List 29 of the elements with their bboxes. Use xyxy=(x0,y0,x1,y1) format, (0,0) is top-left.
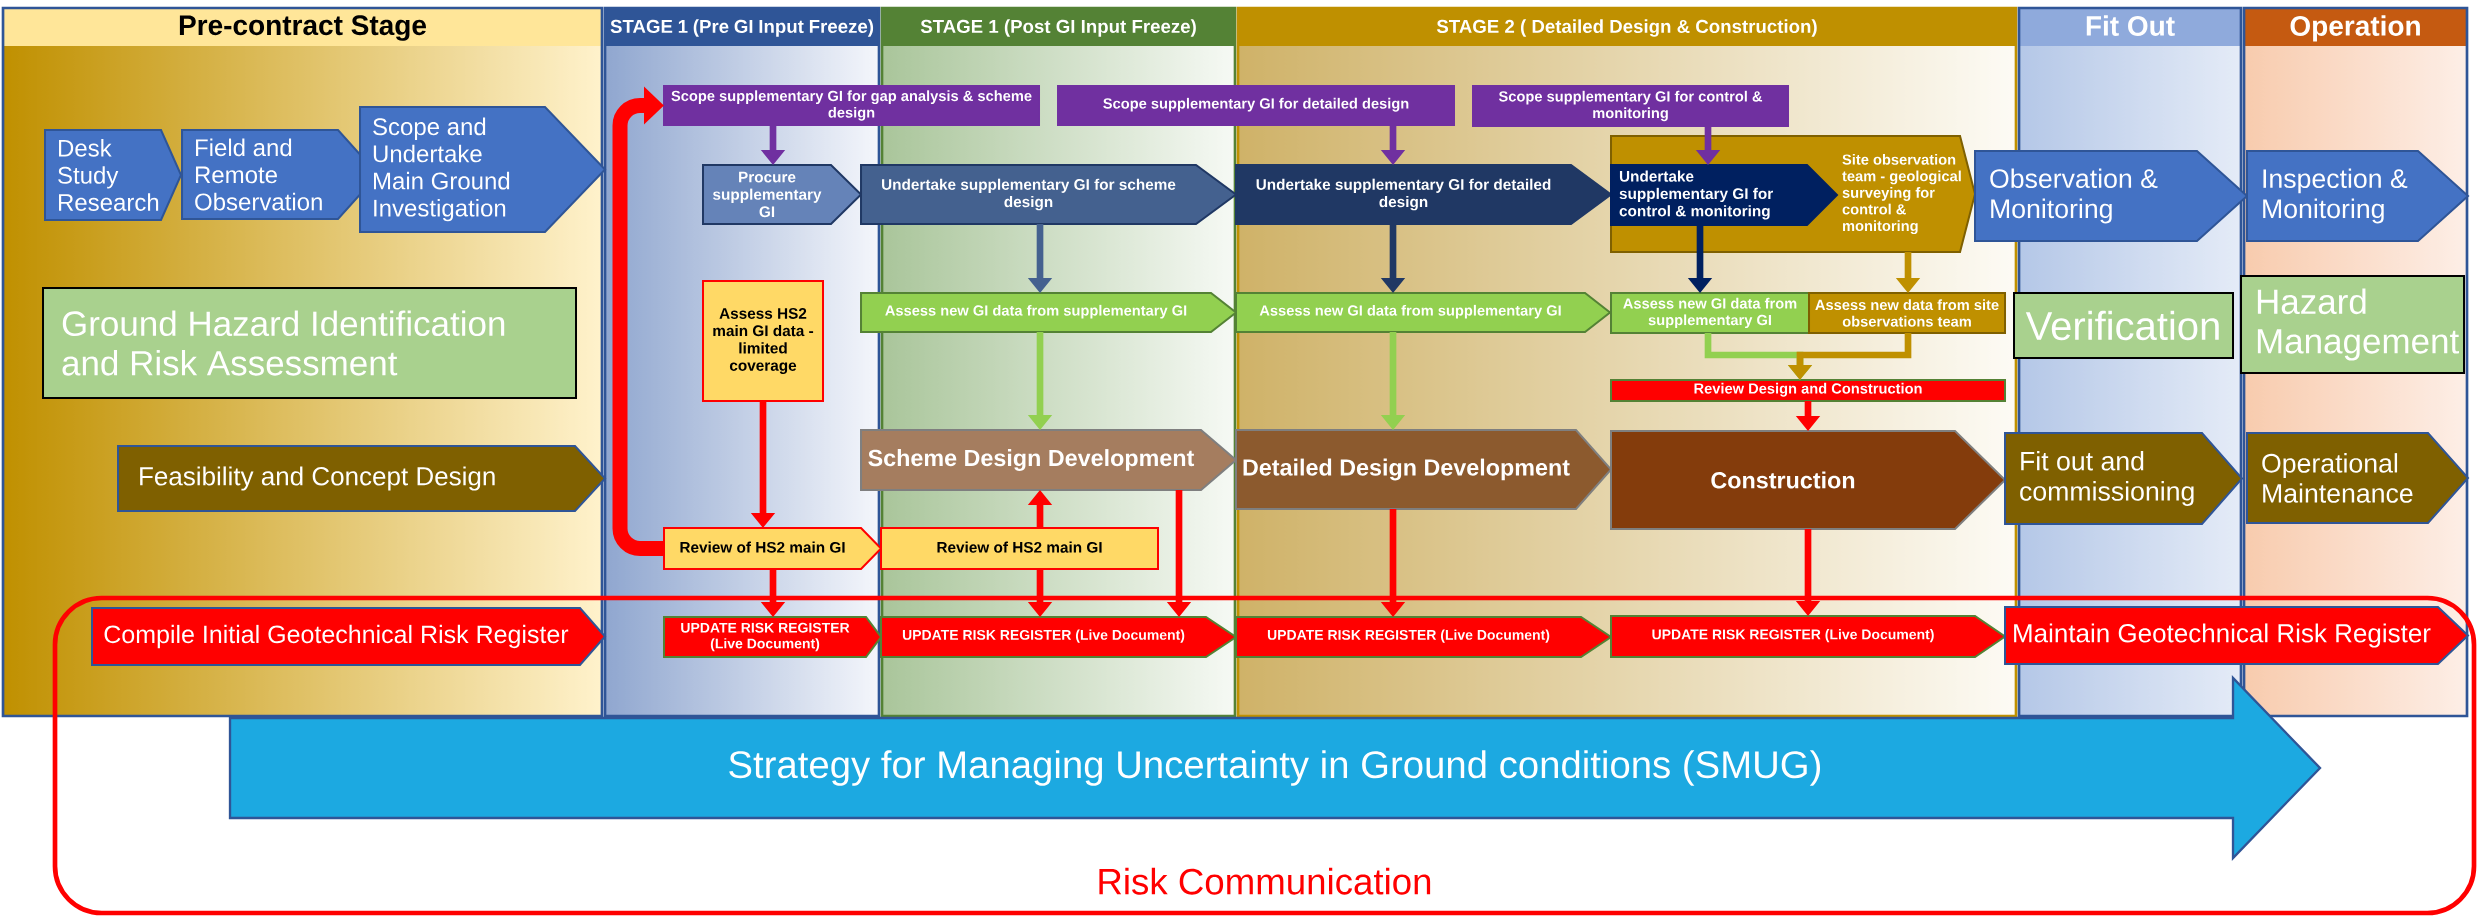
chevron-step: Inspection & Monitoring xyxy=(2246,150,2470,242)
chevron-step: Operational Maintenance xyxy=(2246,432,2470,524)
chevron-step: Procure supplementary GI xyxy=(702,164,863,225)
process-box: Review Design and Construction xyxy=(1610,379,2006,402)
process-box: Assess HS2 main GI data - limited coverage xyxy=(702,280,824,402)
chevron-step: Undertake supplementary GI for scheme design xyxy=(860,164,1238,225)
chevron-step: Desk Study Research xyxy=(44,129,183,221)
chevron-step: Fit out and commissioning xyxy=(2004,432,2244,525)
process-box: Verification xyxy=(2013,292,2234,359)
chevron-step: Compile Initial Geotechnical Risk Register xyxy=(91,607,607,666)
process-box: Scope supplementary GI for gap analysis & scheme design xyxy=(663,85,1040,126)
chevron-step: Undertake supplementary GI for detailed design xyxy=(1235,164,1613,225)
process-box: Hazard Management xyxy=(2240,275,2465,374)
chevron-step: Review of HS2 main GI xyxy=(663,527,883,570)
chevron-step: Undertake supplementary GI for control & monitoring xyxy=(1610,164,1839,226)
chevron-step: Scheme Design Development xyxy=(860,429,1238,491)
process-box: Assess new GI data from supplementary GI xyxy=(1610,292,1810,334)
process-box: Ground Hazard Identification and Risk Assessment xyxy=(42,287,577,399)
chevron-step: Assess new GI data from supplementary GI xyxy=(860,292,1238,333)
arrow xyxy=(612,86,664,556)
process-box: Scope supplementary GI for detailed design xyxy=(1057,85,1455,126)
process-box: Scope supplementary GI for control & monitoring xyxy=(1472,85,1789,127)
chevron-step: Assess new GI data from supplementary GI xyxy=(1235,292,1612,333)
chevron-step: Detailed Design Development xyxy=(1235,429,1613,510)
chevron-step: Construction xyxy=(1610,430,2007,530)
process-box: Review of HS2 main GI xyxy=(880,527,1159,570)
chevron-step: Observation & Monitoring xyxy=(1974,150,2249,242)
chevron-step: Scope and Undertake Main Ground Investigation xyxy=(359,106,607,233)
chevron-step: Feasibility and Concept Design xyxy=(117,445,607,512)
